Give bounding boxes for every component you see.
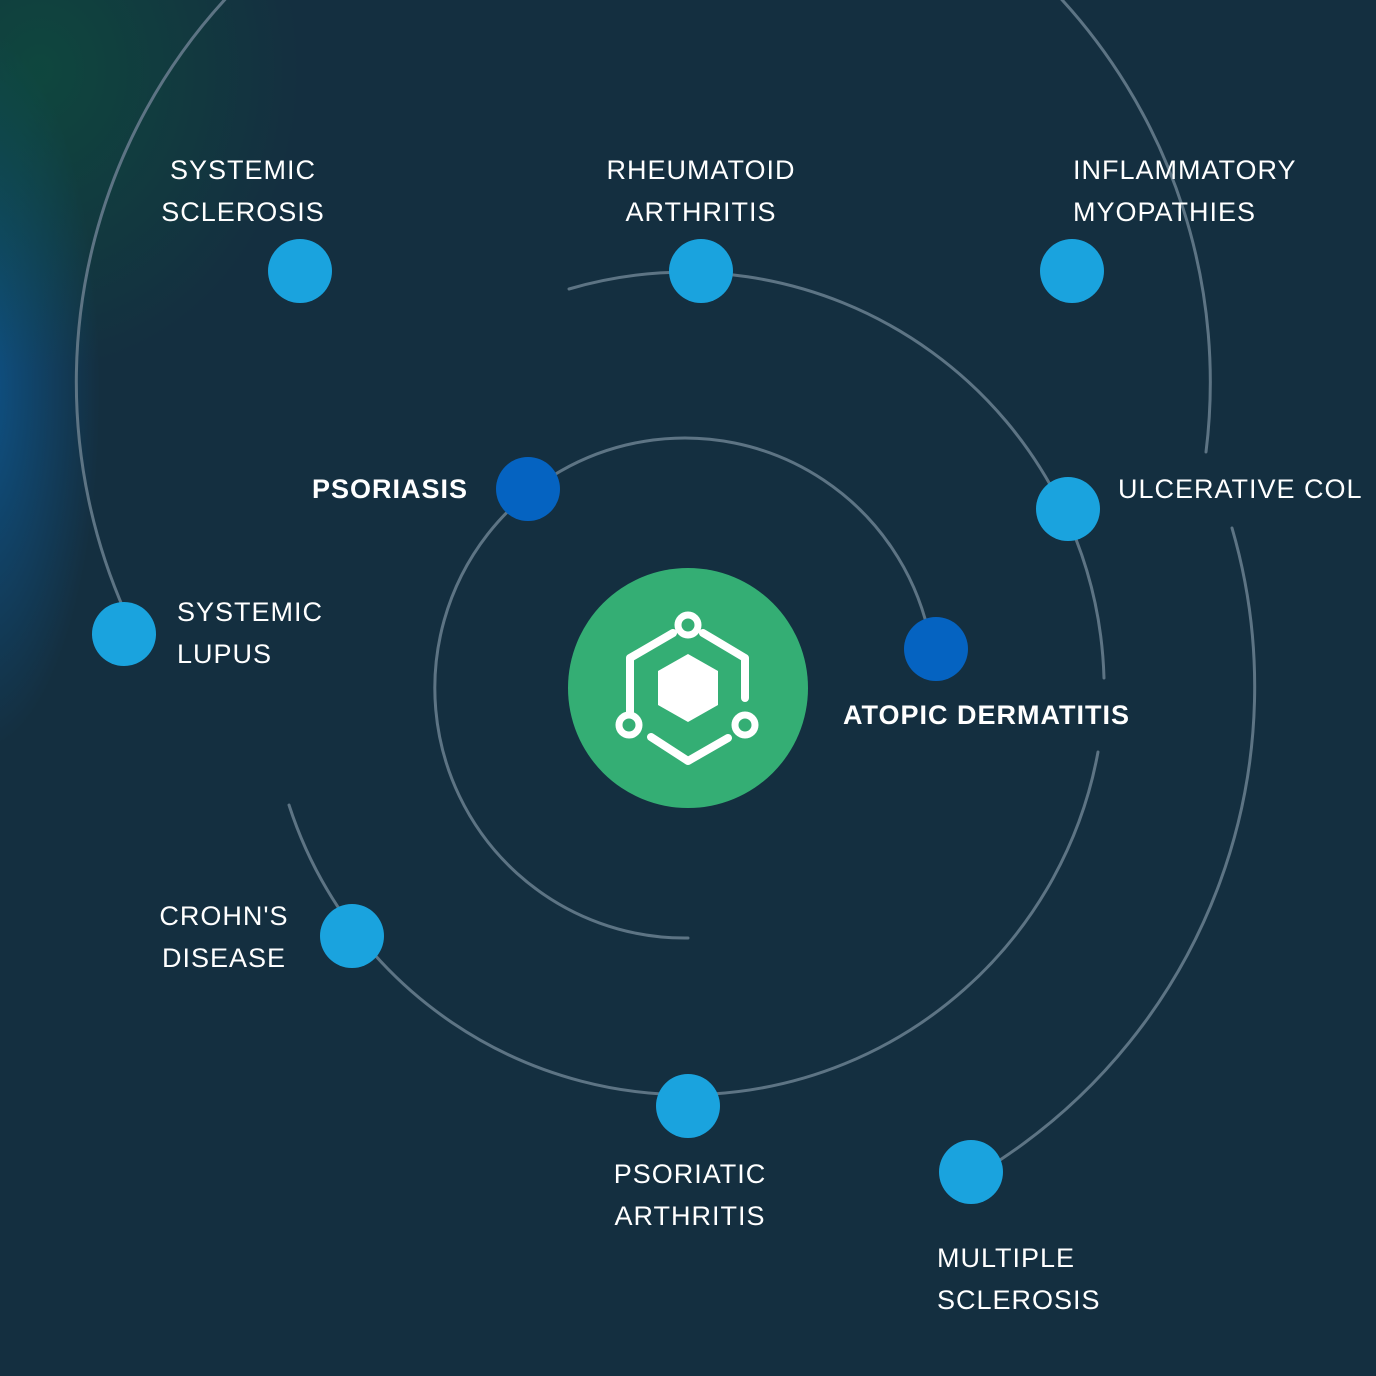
node-psoriatic-arthritis[interactable] <box>656 1074 720 1138</box>
node-atopic-dermatitis[interactable] <box>904 617 968 681</box>
node-systemic-sclerosis[interactable] <box>268 239 332 303</box>
label-systemic-lupus: SYSTEMIC LUPUS <box>177 597 324 669</box>
hub[interactable] <box>568 568 808 808</box>
label-psoriatic-arthritis: PSORIATIC ARTHRITIS <box>613 1159 767 1231</box>
label-multiple-sclerosis: MULTIPLE SCLEROSIS <box>937 1243 1101 1315</box>
label-psoriasis: PSORIASIS <box>311 474 468 504</box>
outer-orbit-main <box>74 0 1212 614</box>
label-systemic-sclerosis: SYSTEMIC SCLEROSIS <box>161 155 325 227</box>
node-inflammatory-myopathies[interactable] <box>1040 239 1104 303</box>
inner-orbit <box>433 436 930 940</box>
label-atopic-dermatitis: ATOPIC DERMATITIS <box>843 700 1130 730</box>
label-ulcerative-colitis: ULCERATIVE COL <box>1118 474 1363 504</box>
node-crohns-disease[interactable] <box>320 904 384 968</box>
label-rheumatoid-arthritis: RHEUMATOID ARTHRITIS <box>606 155 796 227</box>
label-crohns-disease: CROHN'S DISEASE <box>159 901 289 973</box>
molecule-hexagon-icon <box>615 611 759 765</box>
node-systemic-lupus[interactable] <box>92 602 156 666</box>
node-psoriasis[interactable] <box>496 457 560 521</box>
node-multiple-sclerosis[interactable] <box>939 1140 1003 1204</box>
node-rheumatoid-arthritis[interactable] <box>669 239 733 303</box>
node-ulcerative-colitis[interactable] <box>1036 477 1100 541</box>
outer-orbit-lower-right <box>998 526 1257 1162</box>
label-inflammatory-myopathies: INFLAMMATORY MYOPATHIES <box>1073 155 1297 227</box>
